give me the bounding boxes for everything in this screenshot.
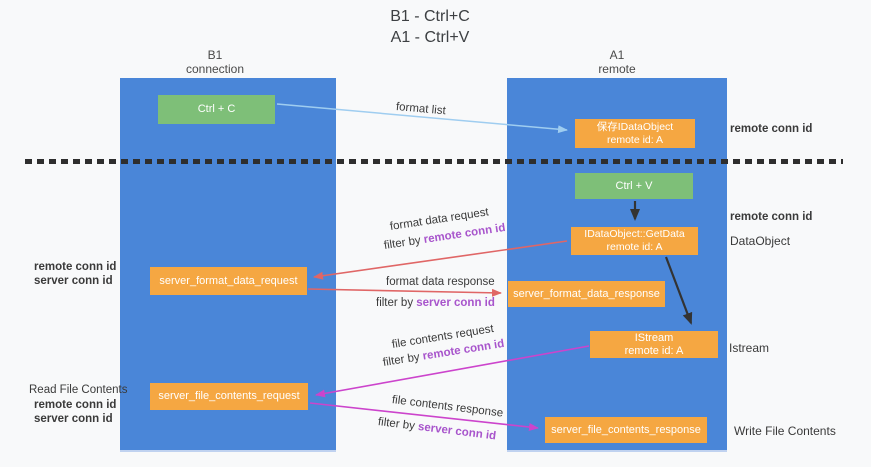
filter-by-prefix-3: filter by (382, 350, 424, 369)
ctrl-c-box: Ctrl + C (158, 95, 275, 124)
server-format-data-response-label: server_format_data_response (513, 287, 660, 300)
filter-by-prefix-2: filter by (376, 297, 417, 309)
istream-box: IStream remote id: A (590, 331, 718, 358)
server-conn-id-label-left-1: server conn id (34, 275, 113, 287)
server-file-contents-response-box: server_file_contents_response (545, 417, 707, 443)
istream-line2: remote id: A (624, 344, 684, 357)
file-contents-response-label: file contents response (391, 394, 504, 420)
server-conn-id-label-left-2: server conn id (34, 413, 113, 425)
ctrl-v-label: Ctrl + V (615, 179, 653, 192)
ctrl-c-label: Ctrl + C (197, 103, 236, 115)
page-title-line1: B1 - Ctrl+C (390, 8, 470, 25)
separator-dashed-line (25, 159, 843, 164)
remote-conn-id-label-right-2: remote conn id (730, 211, 813, 223)
remote-conn-id-label-right-1: remote conn id (730, 123, 813, 135)
remote-conn-id-label-left-1: remote conn id (34, 261, 117, 273)
server-file-contents-response-label: server_file_contents_response (551, 423, 701, 436)
write-file-contents-label: Write File Contents (734, 424, 836, 438)
remote-conn-id-label-left-2: remote conn id (34, 399, 117, 411)
server-file-contents-request-label: server_file_contents_request (158, 390, 300, 402)
format-data-response-label: format data response (386, 276, 495, 288)
istream-label: Istream (729, 341, 770, 355)
b1-column-header: B1 connection (155, 48, 275, 76)
a1-column-subtitle: remote (598, 62, 636, 76)
server-file-contents-request-box: server_file_contents_request (150, 383, 308, 410)
idataobject-getdata-box: IDataObject::GetData remote id: A (571, 227, 698, 255)
server-format-data-request-box: server_format_data_request (150, 267, 307, 295)
getdata-line2: remote id: A (606, 241, 663, 253)
ctrl-v-box: Ctrl + V (575, 173, 693, 199)
filter-by-prefix-1: filter by (383, 234, 425, 252)
save-idataobject-box: 保存IDataObject remote id: A (575, 119, 695, 148)
filter-by-server-conn-id-label-1: filter by server conn id (376, 297, 495, 309)
filter-by-prefix-4: filter by (377, 416, 419, 433)
b1-column-subtitle: connection (185, 62, 245, 76)
read-file-contents-label: Read File Contents (29, 384, 128, 396)
server-conn-id-text-1: server conn id (416, 297, 495, 309)
a1-column-header: A1 remote (557, 48, 677, 76)
server-format-data-response-box: server_format_data_response (508, 281, 665, 307)
filter-by-server-conn-id-label-2: filter by server conn id (377, 416, 496, 442)
server-format-data-request-label: server_format_data_request (159, 274, 298, 287)
b1-column-name: B1 (207, 48, 223, 62)
save-idataobject-line2: remote id: A (606, 133, 664, 146)
dataobject-label: DataObject (730, 234, 791, 248)
page-title: B1 - Ctrl+C A1 - Ctrl+V (280, 6, 580, 48)
getdata-line1: IDataObject::GetData (584, 228, 685, 240)
istream-line1: IStream (634, 331, 674, 344)
format-list-label: format list (395, 101, 447, 118)
save-idataobject-line1: 保存IDataObject (596, 120, 674, 133)
format-data-response-arrow (307, 288, 502, 297)
server-conn-id-text-2: server conn id (417, 420, 497, 443)
a1-column-name: A1 (609, 48, 625, 62)
page-title-line2: A1 - Ctrl+V (390, 29, 470, 46)
